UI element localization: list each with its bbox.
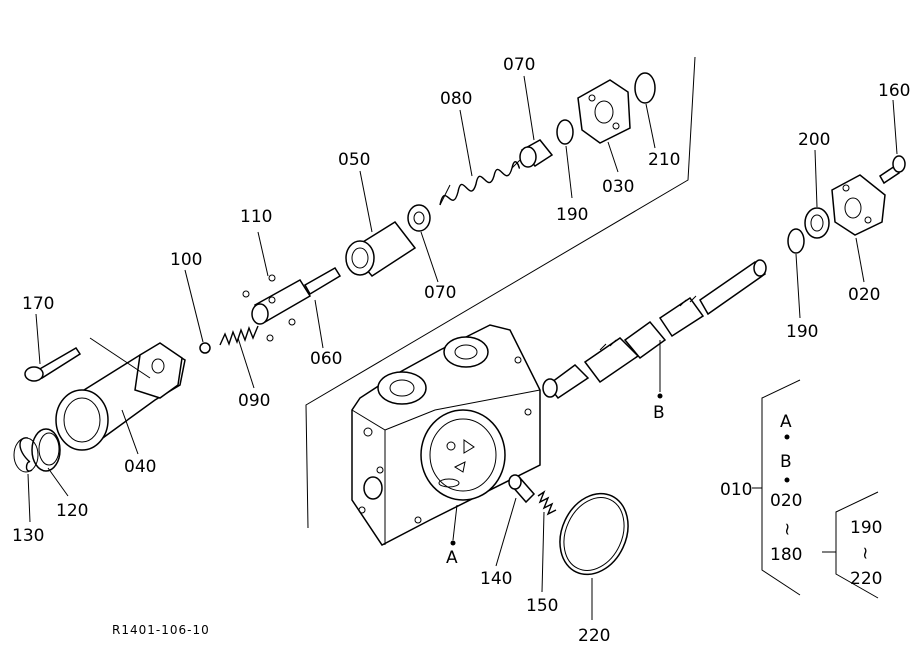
washer-070-mid bbox=[407, 204, 431, 232]
label-030: 030 bbox=[602, 177, 634, 197]
spool-end-060 bbox=[242, 266, 342, 342]
assembly-frame bbox=[305, 56, 696, 529]
legend-tilde-2: ~ bbox=[855, 546, 875, 560]
label-190-right: 190 bbox=[786, 322, 818, 342]
label-120: 120 bbox=[56, 501, 88, 521]
assembly-legend: A B 020 ~ 180 010 190 ~ 220 bbox=[720, 379, 882, 599]
flange-020 bbox=[831, 174, 886, 236]
label-160: 160 bbox=[878, 81, 910, 101]
legend-tilde-1: ~ bbox=[777, 522, 797, 536]
label-090: 090 bbox=[238, 391, 270, 411]
spring-090 bbox=[219, 325, 259, 347]
label-110: 110 bbox=[240, 207, 272, 227]
bolt-170 bbox=[24, 346, 82, 382]
label-150: 150 bbox=[526, 596, 558, 616]
plug-140 bbox=[508, 474, 536, 504]
label-070-mid: 070 bbox=[424, 283, 456, 303]
leader-lines bbox=[27, 75, 898, 620]
label-070-top: 070 bbox=[503, 55, 535, 75]
label-020: 020 bbox=[848, 285, 880, 305]
legend-220: 220 bbox=[850, 569, 882, 589]
flange-030 bbox=[577, 79, 631, 144]
bolt-160 bbox=[879, 155, 906, 185]
label-060: 060 bbox=[310, 349, 342, 369]
ball-100 bbox=[199, 342, 211, 354]
drawing-code: R1401-106-10 bbox=[112, 623, 210, 637]
label-a-mark: A bbox=[446, 548, 458, 568]
label-b-mark: B bbox=[653, 403, 665, 423]
label-170: 170 bbox=[22, 294, 54, 314]
label-210: 210 bbox=[648, 150, 680, 170]
label-140: 140 bbox=[480, 569, 512, 589]
label-220: 220 bbox=[578, 626, 610, 646]
o-ring-190-top bbox=[556, 119, 574, 145]
o-ring-210 bbox=[634, 72, 656, 104]
label-040: 040 bbox=[124, 457, 156, 477]
washer-200 bbox=[804, 207, 830, 239]
o-ring-190-right bbox=[787, 228, 805, 254]
label-130: 130 bbox=[12, 526, 44, 546]
spring-150 bbox=[537, 490, 557, 516]
retainer-070-top bbox=[519, 139, 554, 168]
legend-180: 180 bbox=[770, 545, 802, 565]
spring-080 bbox=[439, 159, 521, 206]
label-080: 080 bbox=[440, 89, 472, 109]
label-200: 200 bbox=[798, 130, 830, 150]
legend-010: 010 bbox=[720, 480, 752, 500]
snap-ring-130 bbox=[13, 437, 39, 473]
valve-body bbox=[351, 324, 541, 546]
label-190-top: 190 bbox=[556, 205, 588, 225]
legend-a: A bbox=[780, 412, 792, 432]
legend-020: 020 bbox=[770, 491, 802, 511]
label-050: 050 bbox=[338, 150, 370, 170]
spool-b bbox=[542, 259, 767, 400]
cover-040 bbox=[55, 342, 186, 451]
label-100: 100 bbox=[170, 250, 202, 270]
o-ring-220 bbox=[559, 492, 629, 576]
seal-120 bbox=[31, 428, 61, 472]
legend-190: 190 bbox=[850, 518, 882, 538]
legend-b: B bbox=[780, 452, 792, 472]
sleeve-050 bbox=[345, 221, 417, 277]
